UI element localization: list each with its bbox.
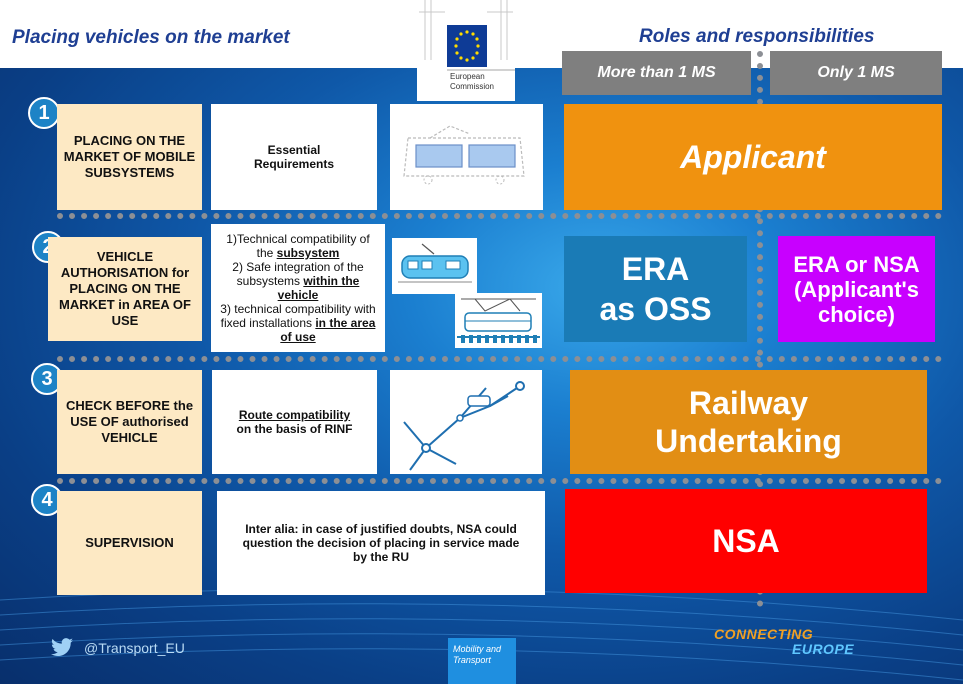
step-label-2: VEHICLE AUTHORISATION for PLACING ON THE…: [48, 237, 202, 341]
logo-line-1: European: [450, 72, 485, 81]
role-applicant: Applicant: [564, 104, 942, 210]
image-panel-2a: [392, 238, 477, 294]
page-title: Placing vehicles on the market: [12, 27, 290, 48]
logo-line-2: Commission: [450, 82, 495, 91]
column-header-more: More than 1 MS: [562, 51, 751, 95]
twitter-bird-icon: [51, 638, 73, 657]
step-label-3: CHECK BEFORE the USE OF authorised VEHIC…: [57, 370, 202, 474]
row-divider: [57, 213, 942, 219]
requirement-1: Essential Requirements: [211, 104, 377, 210]
railway-network-icon: [403, 381, 525, 471]
role-nsa: NSA: [565, 489, 927, 593]
eu-logo: European Commission: [417, 0, 515, 101]
step-label-4: SUPERVISION: [57, 491, 202, 595]
step-label-1: PLACING ON THE MARKET OF MOBILE SUBSYSTE…: [57, 104, 202, 210]
requirement-2-item-2: 2) Safe integration of the subsystems wi…: [232, 260, 364, 302]
requirement-3-line-2: on the basis of RINF: [236, 422, 353, 436]
role-era-oss-line-2: as OSS: [599, 291, 712, 327]
role-era-oss-line-1: ERA: [621, 251, 690, 287]
eu-flag-icon: [419, 0, 515, 71]
mobility-transport-badge: Mobility and Transport: [448, 638, 516, 684]
row-divider: [57, 478, 942, 484]
badge-line-2: Transport: [453, 655, 491, 665]
role-railway-undertaking: Railway Undertaking: [570, 370, 927, 474]
requirement-2-item-3: 3) technical compatibility with fixed in…: [220, 302, 376, 344]
requirement-2-item-1: 1)Technical compatibility of the subsyst…: [226, 232, 370, 260]
role-railway-line-1: Railway: [688, 385, 809, 421]
step-number-1: 1: [28, 97, 60, 129]
tram-outline-icon: [403, 125, 525, 185]
image-panel-3: [390, 370, 542, 474]
image-panel-2b: [455, 293, 542, 348]
requirement-3: Route compatibility on the basis of RINF: [212, 370, 377, 474]
brand-connecting: CONNECTING: [714, 626, 814, 642]
column-divider: [757, 51, 763, 607]
column-header-only: Only 1 MS: [770, 51, 942, 95]
brand-europe: EUROPE: [792, 641, 855, 657]
role-era-oss: ERA as OSS: [564, 236, 747, 342]
requirement-2: 1)Technical compatibility of the subsyst…: [211, 224, 385, 352]
role-era-or-nsa: ERA or NSA (Applicant's choice): [778, 236, 935, 342]
requirement-3-line-1: Route compatibility: [238, 408, 351, 422]
role-railway-line-2: Undertaking: [655, 423, 842, 459]
twitter-handle[interactable]: @Transport_EU: [84, 640, 185, 656]
tram-icon: [398, 243, 472, 283]
roles-title: Roles and responsibilities: [639, 26, 875, 47]
badge-line-1: Mobility and: [453, 644, 502, 654]
train-on-track-icon: [457, 298, 540, 343]
image-panel-1: [390, 104, 543, 210]
row-divider: [57, 356, 942, 362]
requirement-4: Inter alia: in case of justified doubts,…: [217, 491, 545, 595]
